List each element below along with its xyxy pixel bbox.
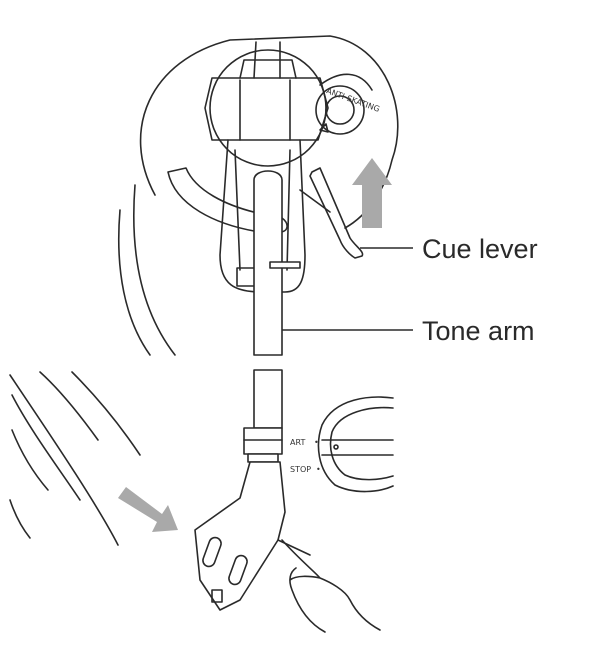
platter-edge-inner xyxy=(117,209,151,356)
knob-rim xyxy=(329,406,394,481)
cue-lever-base xyxy=(299,189,331,213)
cartridge-slot-2 xyxy=(228,554,248,586)
anti-skating-dial-outer xyxy=(315,85,365,135)
arm-band xyxy=(269,261,301,269)
start-stop-knob xyxy=(317,396,394,493)
headshell xyxy=(194,461,286,611)
counterweight-cap xyxy=(239,59,297,79)
record-groove-1 xyxy=(9,374,119,546)
collar-ring xyxy=(247,453,279,463)
diagonal-arrow-icon xyxy=(118,487,178,532)
stylus-tip xyxy=(211,589,223,603)
record-groove-6 xyxy=(9,499,31,539)
tone-arm-tube-bottom xyxy=(253,369,283,429)
gimbal-body xyxy=(204,77,329,141)
cue-lever xyxy=(309,167,364,259)
tone-arm-label: Tone arm xyxy=(422,316,535,346)
stop-dot: • xyxy=(316,465,321,474)
anti-skating-dial-inner xyxy=(325,95,355,125)
dial-mount xyxy=(319,73,373,91)
record-groove-5 xyxy=(11,429,49,491)
start-dot: • xyxy=(314,438,319,447)
start-label: ART xyxy=(290,438,305,447)
arm-base-inner xyxy=(234,149,291,271)
record-groove-3 xyxy=(39,371,99,441)
arm-rest xyxy=(167,167,288,233)
record-groove-2 xyxy=(11,394,81,501)
tone-arm-tube-top xyxy=(253,170,283,356)
turntable-base-arc xyxy=(139,35,399,229)
headshell-collar xyxy=(243,427,283,455)
knob-slot xyxy=(321,439,394,456)
record-groove-4 xyxy=(71,371,141,456)
cue-lever-label: Cue lever xyxy=(422,234,538,264)
hand-icon xyxy=(281,539,381,633)
up-arrow-icon xyxy=(352,158,392,228)
platter-edge-outer xyxy=(133,184,176,356)
stop-label: STOP xyxy=(290,465,311,474)
knob-indicator xyxy=(333,444,339,450)
cartridge-slot-1 xyxy=(202,536,222,568)
dial-pointer xyxy=(319,123,329,133)
